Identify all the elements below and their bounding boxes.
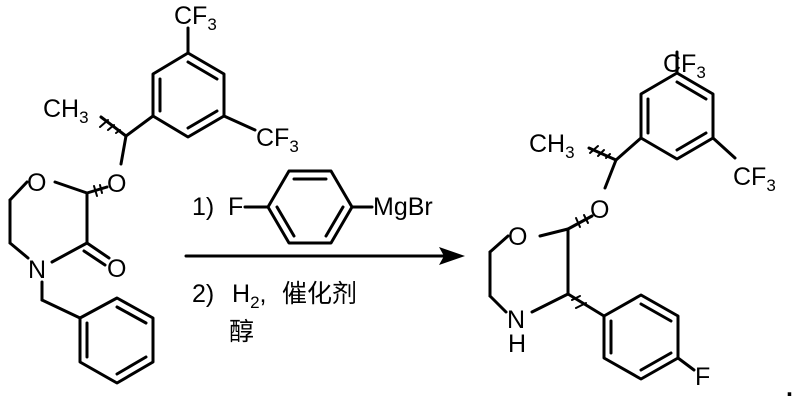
reactant-bond-c5-n xyxy=(8,241,30,260)
product-bond-c5-n xyxy=(488,294,508,314)
product-ring-o-label: O xyxy=(508,223,527,251)
reactant-cf3-right-label: CF3 xyxy=(256,124,299,156)
product-nh-h-label: H xyxy=(508,330,526,358)
reactant-carbonyl-o-label: O xyxy=(107,255,126,283)
reactant-bond-ch-o xyxy=(119,134,128,166)
reactant-n-label: N xyxy=(28,256,46,284)
fluoro-label-reagent: F xyxy=(228,193,243,221)
reactant-aryl-ring xyxy=(151,51,226,139)
product-cf3-right-label: CF3 xyxy=(733,163,776,195)
product-bond-ringo-c6 xyxy=(488,234,510,254)
reaction-conditions: 1) F MgBr 2) H2, 催化剂 醇 xyxy=(184,169,465,346)
reaction-arrow-head xyxy=(439,247,465,265)
grignard-label: MgBr xyxy=(373,193,433,221)
reactant-ch3-label: CH3 xyxy=(43,95,89,127)
product-ether-o-label: O xyxy=(590,196,609,224)
product-bond-c2-ringo xyxy=(538,227,570,238)
reactant-ring-o-label: O xyxy=(27,169,46,197)
product-nh-n-label: N xyxy=(507,306,525,334)
step2-label: 2) xyxy=(192,280,214,308)
product-aryl-ring xyxy=(639,71,715,161)
product-hashed-bond xyxy=(589,145,611,159)
reactant-hashed-bond xyxy=(99,119,121,134)
reactant-bond-cf3-right xyxy=(222,114,257,132)
product-fluorophenyl-ring xyxy=(602,293,680,381)
step1-label: 1) xyxy=(192,193,214,221)
reactant-benzyl-ring xyxy=(78,296,155,385)
product-cf3-top-label: CF3 xyxy=(663,50,706,82)
product-hashed-bond-c2 xyxy=(575,214,589,228)
reactant-bond-aryl-ch xyxy=(124,114,155,138)
product-bond-n-c3 xyxy=(530,292,570,314)
product-bond-ring-f xyxy=(676,356,696,372)
reactant-bond-o-c2 xyxy=(85,185,109,195)
terminal-period: . xyxy=(786,374,793,402)
product-bond-aryl-ch xyxy=(614,136,643,162)
reactant-structure: CF3 CF3 CH3 O O N O xyxy=(8,2,299,385)
product-ch3-label: CH3 xyxy=(529,130,575,162)
reactant-bond-ringo-c6 xyxy=(8,180,29,202)
reactant-carbonyl-bond xyxy=(82,241,111,267)
product-structure: CF3 CF3 CH3 O O N H F xyxy=(488,50,776,391)
reactant-hashed-bond-c2 xyxy=(93,184,103,197)
fluorophenyl-grignard-ring xyxy=(266,169,354,245)
hydrogen-label: H2, xyxy=(232,280,266,312)
reactant-ether-o-label: O xyxy=(107,170,126,198)
reactant-bond-c2-ringo xyxy=(53,180,89,195)
reactant-cf3-top-label: CF3 xyxy=(174,2,217,34)
solvent-label: 醇 xyxy=(229,317,254,346)
reactant-bond-n-c3 xyxy=(50,241,89,264)
product-bond-o-c2 xyxy=(566,214,594,231)
product-fluoro-label: F xyxy=(695,363,710,391)
product-bond-cf3-right xyxy=(711,136,737,160)
product-bond-c3-aryl xyxy=(566,292,606,318)
product-bond-ch-o xyxy=(603,158,618,190)
reactant-bond-ch2-phenyl xyxy=(40,298,82,320)
catalyst-label: 催化剂 xyxy=(282,279,357,308)
